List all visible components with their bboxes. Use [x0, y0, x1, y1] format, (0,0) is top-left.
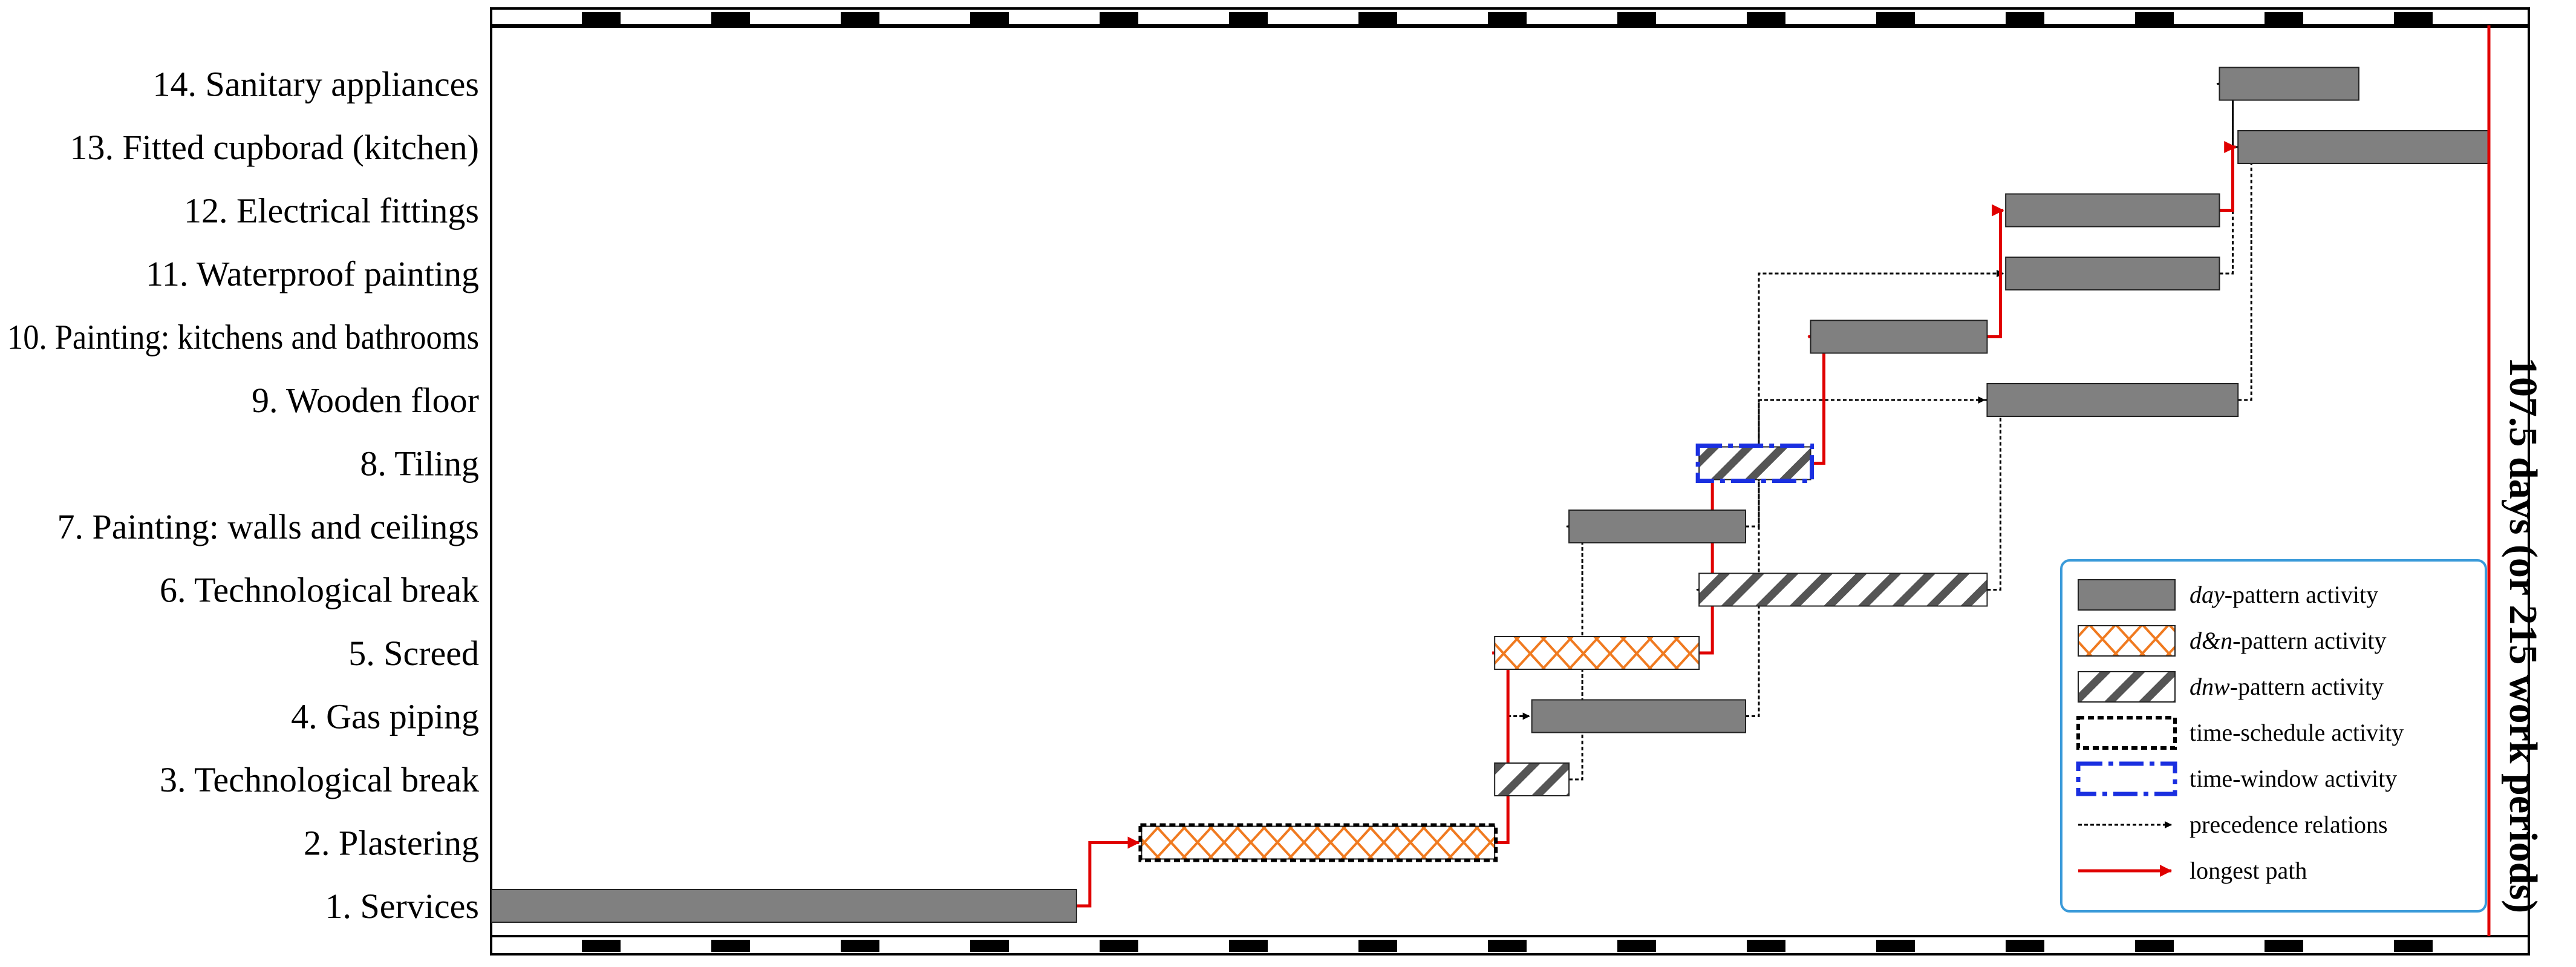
legend-label: d&n-pattern activity: [2190, 627, 2386, 654]
timescale-block: [2265, 940, 2303, 952]
time-window-frame: [1695, 444, 1815, 483]
timescale-block: [1876, 12, 1915, 24]
legend-swatch-time-schedule: [2076, 716, 2177, 750]
activity-bar: [2005, 257, 2220, 290]
legend-swatch-day: [2078, 579, 2176, 611]
timescale-block: [841, 940, 879, 952]
timescale-block: [841, 12, 879, 24]
total-duration-label: 107.5 days (or 215 work periods): [2501, 357, 2545, 913]
timescale-block: [2265, 12, 2303, 24]
timescale-block: [1747, 12, 1785, 24]
activity-label: 10. Painting: kitchens and bathrooms: [7, 318, 479, 357]
link: [1076, 836, 1140, 908]
timescale-block: [1488, 12, 1527, 24]
activity-label: 4. Gas piping: [291, 697, 479, 736]
bottom-timescale: [490, 935, 2530, 956]
legend-label: time-window activity: [2190, 765, 2397, 792]
activity-bar: [1494, 762, 1570, 796]
activity-label: 1. Services: [325, 887, 480, 926]
activity-bar: [2219, 67, 2359, 101]
activity-label: 11. Waterproof painting: [146, 254, 479, 293]
activity-label: 2. Plastering: [304, 824, 479, 863]
link: [2235, 143, 2252, 401]
activity-label: 7. Painting: walls and ceilings: [57, 507, 479, 546]
activity-label: 8. Tiling: [360, 444, 479, 484]
legend: day-pattern activity d&n-pattern activity…: [2060, 559, 2487, 913]
link: [1987, 204, 2004, 338]
link: [1745, 270, 2004, 717]
legend-swatch-time-window: [2076, 761, 2177, 796]
legend-label: precedence relations: [2190, 811, 2388, 838]
timescale-block: [970, 940, 1009, 952]
timescale-block: [1358, 12, 1397, 24]
link: [2216, 80, 2234, 275]
timescale-block: [2006, 940, 2044, 952]
timescale-block: [711, 940, 750, 952]
legend-label: longest path: [2190, 857, 2307, 884]
activity-bar: [1568, 510, 1746, 543]
activity-bar: [491, 889, 1077, 923]
timescale-block: [1747, 940, 1785, 952]
activity-bar: [2005, 193, 2220, 228]
timescale-block: [1617, 12, 1656, 24]
timescale-block: [1488, 940, 1527, 952]
link: [2219, 141, 2237, 212]
top-timescale: [490, 7, 2530, 28]
timescale-block: [970, 12, 1009, 24]
legend-swatch-dnw: [2078, 671, 2176, 703]
activity-label: 13. Fitted cupborad (kitchen): [70, 128, 480, 167]
link: [1984, 396, 2001, 591]
activity-label: 3. Technological break: [160, 760, 479, 799]
legend-label: dnw-pattern activity: [2190, 673, 2384, 700]
link: [1492, 647, 1510, 844]
link: [1745, 396, 1986, 528]
timescale-block: [711, 12, 750, 24]
timescale-block: [2394, 940, 2433, 952]
activity-bars: [491, 67, 2490, 923]
activity-bar: [1698, 572, 1988, 607]
timescale-block: [1876, 940, 1915, 952]
activity-labels: 1. Services 2. Plastering 3. Technological…: [7, 65, 479, 926]
link: [2216, 80, 2234, 211]
timescale-block: [1100, 940, 1138, 952]
link: [1696, 457, 1714, 655]
activity-bar: [1810, 320, 1988, 354]
timescale-block: [582, 12, 621, 24]
activity-bar: [1531, 699, 1746, 733]
activity-label: 9. Wooden floor: [252, 381, 479, 420]
timescale-block: [2135, 12, 2174, 24]
activity-label: 6. Technological break: [160, 571, 479, 610]
timescale-block: [1617, 940, 1656, 952]
activity-label: 14. Sanitary appliances: [152, 65, 479, 104]
activity-bar: [1141, 825, 1496, 860]
activity-label: 5. Screed: [348, 634, 479, 673]
timescale-block: [1229, 12, 1268, 24]
activity-bar: [2237, 130, 2490, 164]
activity-bar: [1494, 636, 1700, 670]
timescale-block: [1358, 940, 1397, 952]
legend-label: time-schedule activity: [2190, 719, 2404, 746]
activity-bar: [1698, 446, 1811, 480]
timescale-block: [1100, 12, 1138, 24]
legend-swatch-dn: [2078, 625, 2176, 657]
legend-label: day-pattern activity: [2190, 581, 2378, 608]
timescale-block: [1229, 940, 1268, 952]
plot-frame: [490, 24, 2530, 937]
activity-bar: [1986, 383, 2239, 417]
timescale-block: [582, 940, 621, 952]
time-schedule-frame: [1138, 823, 1498, 862]
timescale-block: [2135, 940, 2174, 952]
activity-label: 12. Electrical fittings: [184, 191, 479, 231]
timescale-block: [2394, 12, 2433, 24]
timescale-block: [2006, 12, 2044, 24]
